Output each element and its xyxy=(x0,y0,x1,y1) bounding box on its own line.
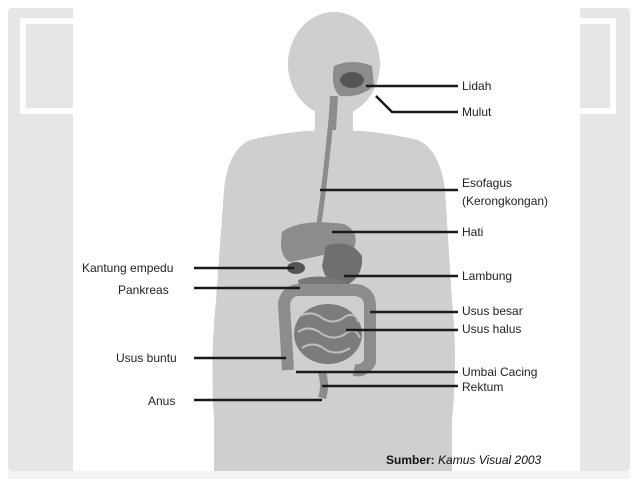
label-rektum: Rektum xyxy=(462,380,504,394)
label-usus-besar: Usus besar xyxy=(462,304,523,318)
small-intestine-folds xyxy=(297,312,361,354)
large-intestine xyxy=(278,284,376,377)
label-kantung-empedu: Kantung empedu xyxy=(82,261,174,275)
bottom-bar xyxy=(8,471,630,479)
label-lidah: Lidah xyxy=(462,79,492,93)
label-lambung: Lambung xyxy=(462,269,513,283)
source-title: Kamus Visual 2003 xyxy=(438,453,542,467)
leader-lines xyxy=(194,84,458,402)
label-usus-buntu: Usus buntu xyxy=(116,351,177,365)
gallbladder xyxy=(287,262,305,274)
label-hati: Hati xyxy=(462,225,484,239)
label-mulut: Mulut xyxy=(462,105,492,119)
label-usus-halus: Usus halus xyxy=(462,322,522,336)
small-intestine xyxy=(294,304,362,364)
label-kerongkongan: (Kerongkongan) xyxy=(462,194,549,208)
frame-decoration-right xyxy=(578,18,616,114)
source-credit: Sumber: Kamus Visual 2003 xyxy=(386,453,541,467)
label-esofagus: Esofagus xyxy=(462,176,513,190)
source-prefix: Sumber: xyxy=(386,453,435,467)
frame-decoration-left xyxy=(20,18,82,114)
label-pankreas: Pankreas xyxy=(118,283,169,297)
label-umbai-cacing: Umbai Cacing xyxy=(462,365,538,379)
label-anus: Anus xyxy=(148,394,176,408)
mouth-region xyxy=(328,62,374,130)
